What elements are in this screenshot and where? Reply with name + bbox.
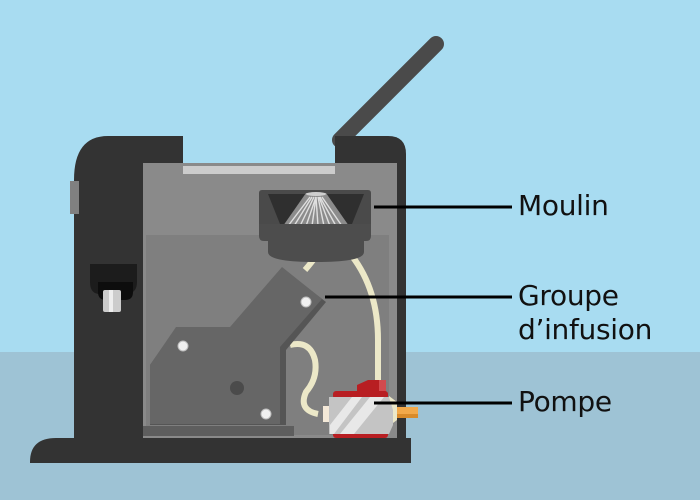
pump-outlet-pipe-shade [397, 414, 418, 418]
hose-group-to-pump [289, 341, 319, 417]
pump-top-block-highlight [379, 380, 386, 396]
pump-body-stripe [330, 397, 362, 434]
screw-icon [260, 408, 272, 420]
pump-body-stripe [340, 397, 384, 434]
label-pompe-text: Pompe [518, 385, 612, 418]
screw-icon [177, 340, 189, 352]
label-groupe-line2: d’infusion [518, 313, 653, 346]
lid-handle [332, 36, 444, 148]
label-groupe-infusion: Groupe d’infusion [518, 279, 652, 347]
bean-hopper-lip [183, 166, 335, 174]
machine-base [30, 438, 411, 463]
brew-group-pivot [230, 381, 244, 395]
label-moulin: Moulin [518, 189, 609, 223]
grinder-body [259, 224, 371, 262]
label-groupe-line1: Groupe [518, 279, 619, 312]
label-moulin-text: Moulin [518, 189, 609, 222]
screw-icon [300, 296, 312, 308]
brew-group-base [143, 426, 294, 436]
interior-right-wall [397, 163, 406, 440]
label-pompe: Pompe [518, 385, 612, 419]
spout-nozzle-shine [109, 290, 113, 312]
side-button [70, 181, 79, 214]
grinder-cone-top [306, 192, 326, 196]
pump-inlet [323, 406, 329, 422]
grinder-burr-lines [287, 196, 343, 227]
pump-outlet-pipe [397, 407, 418, 418]
brew-group [150, 267, 322, 424]
